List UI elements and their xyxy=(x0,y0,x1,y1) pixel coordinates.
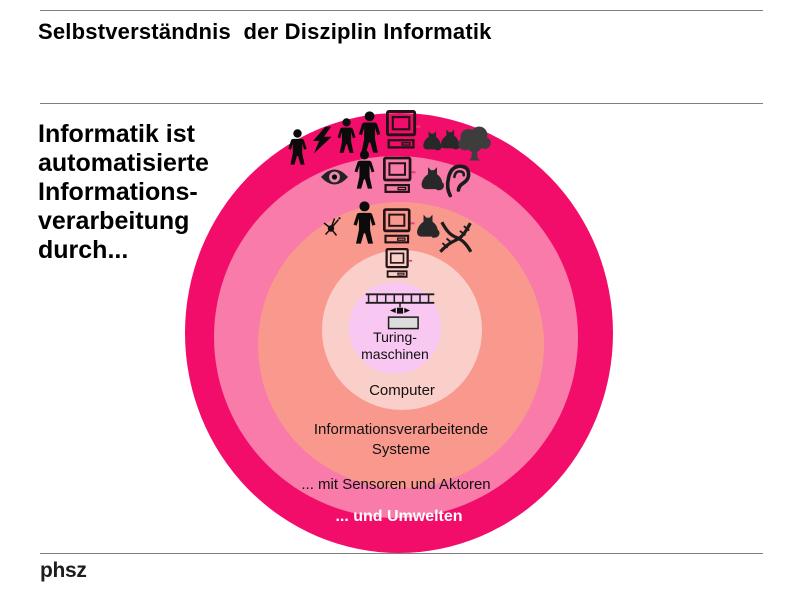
intro-line: verarbeitung xyxy=(38,207,190,235)
label-sensoren-aktoren: ... mit Sensoren und Aktoren xyxy=(301,476,491,493)
computer-icon xyxy=(386,110,422,149)
label-umwelten: ... und Umwelten xyxy=(335,508,463,525)
cat-icon xyxy=(420,166,444,191)
label-line: Informationsverarbeitende xyxy=(313,421,489,438)
label-turingmaschinen: Turing- maschinen xyxy=(349,329,441,363)
turing-machine-icon xyxy=(364,293,436,330)
intro-line: automatisierte xyxy=(38,149,209,177)
label-line: Turing- xyxy=(373,329,417,345)
person-icon xyxy=(353,201,376,244)
computer-icon xyxy=(383,156,417,194)
slide-title: Selbstverständnis der Disziplin Informat… xyxy=(38,19,492,44)
intro-line: Informations- xyxy=(38,178,198,206)
label-line: Systeme xyxy=(371,441,431,458)
neuron-spark-icon xyxy=(323,216,342,237)
eye-icon xyxy=(320,169,349,185)
person-icon xyxy=(288,129,307,165)
two-cats-icon xyxy=(422,128,461,151)
intro-line: durch... xyxy=(38,236,129,264)
tree-icon xyxy=(458,126,491,161)
header-rule xyxy=(40,103,763,104)
lightning-icon xyxy=(312,126,332,154)
footer-rule xyxy=(40,553,763,554)
intro-line: Informatik ist xyxy=(38,120,195,148)
person-icon xyxy=(354,150,375,189)
phsz-logo: phsz xyxy=(40,559,87,582)
dna-icon xyxy=(438,220,473,254)
intro-text: Informatik ist automatisierte Informatio… xyxy=(38,120,209,265)
ear-icon xyxy=(445,164,471,198)
top-rule xyxy=(40,10,763,11)
label-computer: Computer xyxy=(369,382,435,399)
computer-icon xyxy=(385,248,414,278)
label-informationsverarbeitende-systeme: Informationsverarbeitende Systeme xyxy=(258,420,544,460)
label-line: maschinen xyxy=(361,346,429,362)
computer-icon xyxy=(383,208,416,244)
